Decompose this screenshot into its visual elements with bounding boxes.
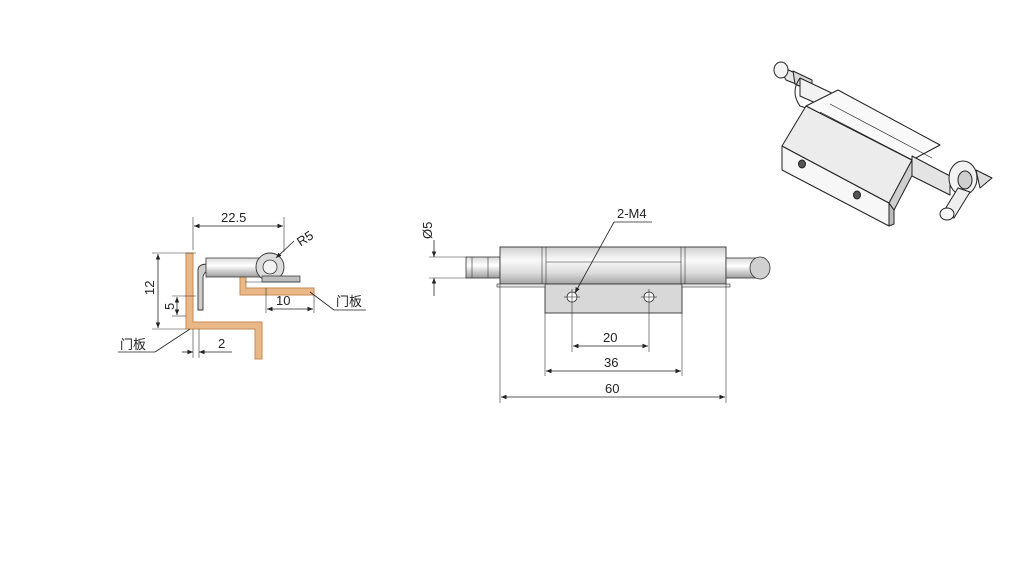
- hinge-barrel-front: [499, 246, 727, 285]
- door-panel-label-left: 门板: [120, 338, 146, 353]
- dim-leaf-label: 10: [276, 293, 290, 308]
- mounting-hole-left: [564, 289, 580, 305]
- dim-plate-width-label: 36: [604, 355, 618, 370]
- dim-width-label: 22.5: [221, 210, 246, 225]
- isometric-view: [773, 61, 993, 227]
- dim-radius-label: R5: [294, 228, 316, 250]
- dim-hole-spacing-label: 20: [603, 330, 617, 345]
- hole-callout-label: 2-M4: [617, 206, 647, 221]
- hinge-barrel-inner: [262, 259, 278, 275]
- mounting-hole-right: [641, 289, 657, 305]
- dim-total-length-label: 60: [605, 381, 619, 396]
- front-view: Ø5 2-M4 20 36 60: [420, 206, 771, 403]
- left-door-panel: [185, 252, 263, 360]
- left-pin: [465, 256, 501, 279]
- dim-gap-label: 2: [218, 336, 225, 351]
- hinge-leaf-plate: [544, 283, 683, 314]
- dim-pin-diameter-label: Ø5: [420, 222, 435, 239]
- door-panel-label-right: 门板: [336, 295, 362, 310]
- dim-offset-label: 5: [162, 303, 177, 310]
- dim-height-label: 12: [142, 281, 157, 295]
- side-view: 22.5 R5 12 5 10 门板 2 门板: [118, 210, 366, 360]
